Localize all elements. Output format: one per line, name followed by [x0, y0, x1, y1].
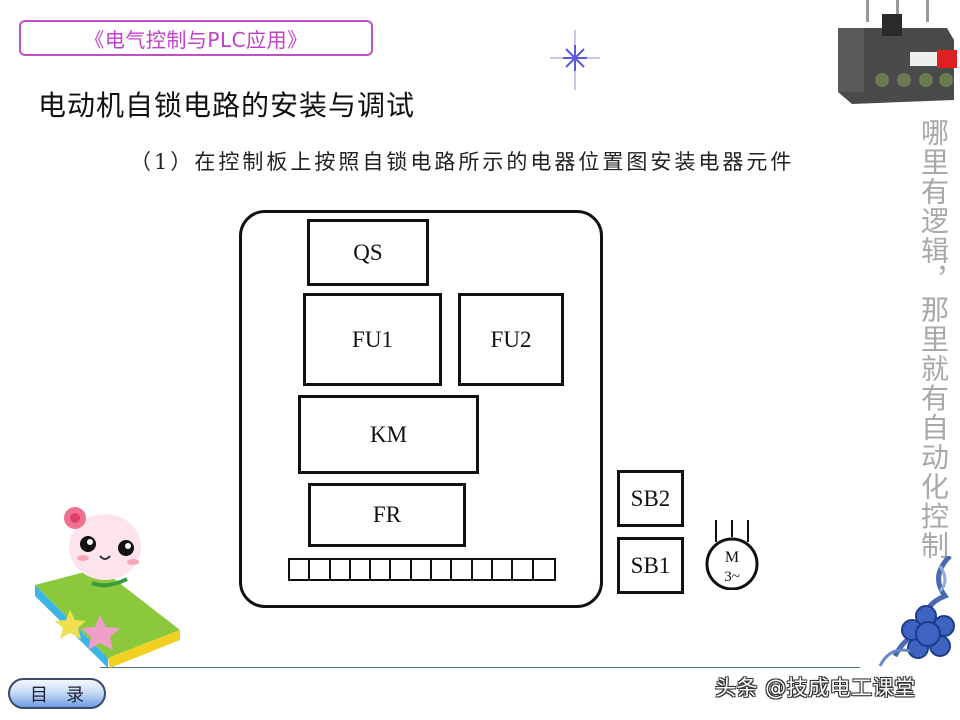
- page-title: 电动机自锁电路的安装与调试: [38, 89, 416, 122]
- terminal-cell: [493, 560, 514, 579]
- side-slogan: 哪里有逻辑，那里就有自动化控制: [917, 118, 950, 561]
- terminal-cell: [290, 560, 311, 579]
- motor-sublabel: 3~: [724, 569, 740, 585]
- terminal-cell: [452, 560, 473, 579]
- menu-button-label: 目录: [30, 684, 102, 706]
- course-title-banner: 《电气控制与PLC应用》: [19, 20, 373, 56]
- course-title: 《电气控制与PLC应用》: [84, 27, 308, 52]
- watermark: 头条 @技成电工课堂: [715, 676, 916, 700]
- footer-divider: [100, 667, 860, 668]
- terminal-cell: [513, 560, 534, 579]
- step-instruction: （1）在控制板上按照自锁电路所示的电器位置图安装电器元件: [130, 150, 795, 174]
- component-label: FU1: [352, 326, 393, 352]
- menu-button[interactable]: 目录: [8, 678, 106, 709]
- terminal-cell: [473, 560, 493, 579]
- component-sb1: SB1: [617, 537, 684, 594]
- component-label: FR: [372, 502, 402, 527]
- motor-label: M: [725, 549, 739, 566]
- component-qs: QS: [307, 219, 429, 286]
- terminal-strip: [288, 558, 556, 581]
- component-label: FU2: [490, 326, 532, 352]
- component-label: KM: [369, 421, 408, 447]
- component-fr: FR: [308, 483, 466, 547]
- terminal-cell: [432, 560, 453, 579]
- component-fu2: FU2: [458, 293, 564, 386]
- terminal-cell: [391, 560, 412, 579]
- component-label: SB2: [630, 485, 671, 511]
- terminal-cell: [331, 560, 351, 579]
- terminal-cell: [412, 560, 433, 579]
- terminal-cell: [351, 560, 372, 579]
- terminal-cell: [534, 560, 554, 579]
- component-label: QS: [353, 239, 383, 265]
- blue-floral-ornament: [878, 556, 955, 667]
- terminal-cell: [371, 560, 392, 579]
- component-label: SB1: [630, 552, 671, 578]
- component-km: KM: [298, 395, 479, 474]
- terminal-cell: [310, 560, 331, 579]
- mascot-on-book-illustration: [35, 507, 180, 668]
- thermal-relay-photo: [838, 0, 957, 104]
- motor-symbol: M 3~: [705, 520, 759, 590]
- control-board-outline: [239, 210, 603, 608]
- component-fu1: FU1: [303, 293, 442, 386]
- sparkle-icon: [550, 30, 600, 90]
- component-sb2: SB2: [617, 470, 684, 527]
